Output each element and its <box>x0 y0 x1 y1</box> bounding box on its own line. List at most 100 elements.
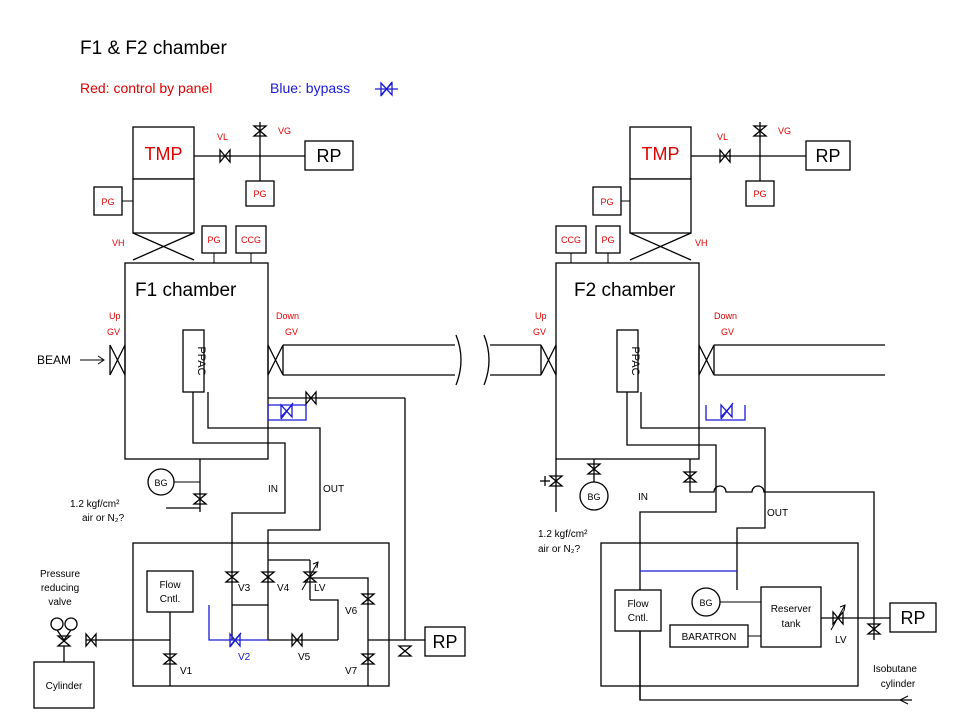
f2-lv-label: LV <box>835 635 847 646</box>
f1-pg-top-label: PG <box>253 189 266 199</box>
f1-rp-top-label: RP <box>316 146 341 166</box>
f1-chamber-rp-valve <box>305 390 317 406</box>
f1-flow-controller <box>146 570 194 613</box>
pressure-reducing-valve-icon <box>50 617 78 647</box>
f1-ccg-box <box>235 225 267 254</box>
f2-bg-gauge <box>579 481 609 511</box>
f1-out-label: OUT <box>323 484 344 495</box>
f1-rp-bottom-box <box>424 626 466 657</box>
f1-tmp-lower-box <box>132 178 195 234</box>
f1-ccg-label: CCG <box>241 235 261 245</box>
f1-v6-label: V6 <box>345 606 358 617</box>
f2-gas-panel <box>600 542 859 687</box>
f1-vl-valve <box>219 148 231 164</box>
f2-tmp-lower-box <box>629 178 692 234</box>
f1-v7-valve <box>360 653 376 665</box>
f2-lv-valve <box>832 610 844 626</box>
f2-pg-top-label: PG <box>753 189 766 199</box>
f2-rp-bottom-label: RP <box>900 608 925 628</box>
f2-rp-top-label: RP <box>815 146 840 166</box>
f1-v1-valve <box>162 653 178 665</box>
f2-ppac-label: PPAC <box>629 346 641 375</box>
f2-bg-valve <box>586 463 602 475</box>
f1-bg-label: BG <box>154 478 167 488</box>
f2-vh-valve <box>629 232 692 261</box>
f1-v4-valve <box>260 571 276 583</box>
f2-vg-label: VG <box>778 126 791 136</box>
f1-vl-label: VL <box>217 132 228 142</box>
f1-vh-label: VH <box>112 238 125 248</box>
f2-reserver-line2: tank <box>782 619 802 630</box>
f1-v5-label: V5 <box>298 652 311 663</box>
f1-down-gv-valve <box>267 344 284 376</box>
f1-v5-valve <box>291 632 303 648</box>
supply-valve-icon <box>85 632 97 648</box>
f2-reserver-tank <box>760 586 822 648</box>
f2-ccg-label: CCG <box>561 235 581 245</box>
f1-pg-top-box <box>245 180 275 207</box>
f2-tmp-label: TMP <box>642 144 680 164</box>
f2-ccg-box <box>555 225 587 254</box>
f1-pg-box-label: PG <box>207 235 220 245</box>
f1-flow-line1: Flow <box>159 580 181 591</box>
f2-in-label: IN <box>638 492 648 503</box>
f2-up-gv-label: GV <box>533 327 546 337</box>
f1-rp-bottom-valve <box>397 645 413 657</box>
legend-bypass-valve-icon <box>375 81 398 97</box>
pipe-break-right <box>483 334 490 386</box>
f2-down-gv-label: GV <box>721 327 734 337</box>
f2-vl-valve <box>719 148 731 164</box>
pressure-line1: Pressure <box>40 569 80 580</box>
pressure-line3: valve <box>48 597 72 608</box>
f2-pg-top-box <box>745 180 775 207</box>
f1-supply-line2: air or N₂? <box>82 513 125 524</box>
f2-out-label: OUT <box>767 508 788 519</box>
f2-vg-valve <box>752 125 768 137</box>
f1-v7-label: V7 <box>345 666 358 677</box>
f2-supply-line1: 1.2 kgf/cm² <box>538 529 588 540</box>
f2-rp-bottom-valve <box>866 623 882 635</box>
f2-reserver-line1: Reserver <box>771 604 812 615</box>
isobutane-arrow-icon <box>898 695 909 705</box>
f1-vg-label: VG <box>278 126 291 136</box>
diagram-title: F1 & F2 chamber <box>80 38 227 59</box>
f1-rp-top-box <box>304 140 354 171</box>
f2-flow-controller <box>614 589 662 632</box>
legend-blue-text: Blue: bypass <box>270 80 350 96</box>
gas-cylinder <box>33 661 95 709</box>
f2-vh-label: VH <box>695 238 708 248</box>
f1-up-label: Up <box>109 311 121 321</box>
f1-up-gv-label: GV <box>107 327 120 337</box>
f1-v3-valve <box>224 571 240 583</box>
f2-up-gv-valve <box>540 344 557 376</box>
f1-v6-valve <box>360 593 376 605</box>
f2-supply-valve <box>548 475 564 487</box>
f1-pg-left-label: PG <box>101 197 114 207</box>
f2-chamber-rp-valve <box>682 471 698 483</box>
f1-vg-valve <box>252 125 268 137</box>
f2-bg-panel-label: BG <box>699 598 712 608</box>
cylinder-label: Cylinder <box>46 681 83 692</box>
f1-gas-panel <box>132 542 390 687</box>
f1-v4-label: V4 <box>277 583 290 594</box>
f2-chamber-label: F2 chamber <box>574 280 676 301</box>
isobutane-line2: cylinder <box>881 679 916 690</box>
f2-supply-line2: air or N₂? <box>538 544 581 555</box>
beam-label: BEAM <box>37 353 71 367</box>
f1-in-label: IN <box>268 484 278 495</box>
f2-pg-box-label: PG <box>601 235 614 245</box>
f2-lv-arrow-icon <box>830 604 846 631</box>
f2-pg-box <box>595 225 621 254</box>
f1-vh-valve <box>132 232 195 261</box>
f1-up-gv-valve <box>109 344 126 376</box>
isobutane-line1: Isobutane <box>873 664 917 675</box>
f1-v2-label: V2 <box>238 652 251 663</box>
f1-rp-bottom-label: RP <box>432 632 457 652</box>
f2-down-gv-valve <box>698 344 715 376</box>
f1-tmp-label: TMP <box>145 144 183 164</box>
f1-flow-line2: Cntl. <box>160 594 181 605</box>
f1-down-gv-label: GV <box>285 327 298 337</box>
beam-arrow-icon <box>80 355 105 365</box>
f2-flow-line1: Flow <box>627 599 649 610</box>
